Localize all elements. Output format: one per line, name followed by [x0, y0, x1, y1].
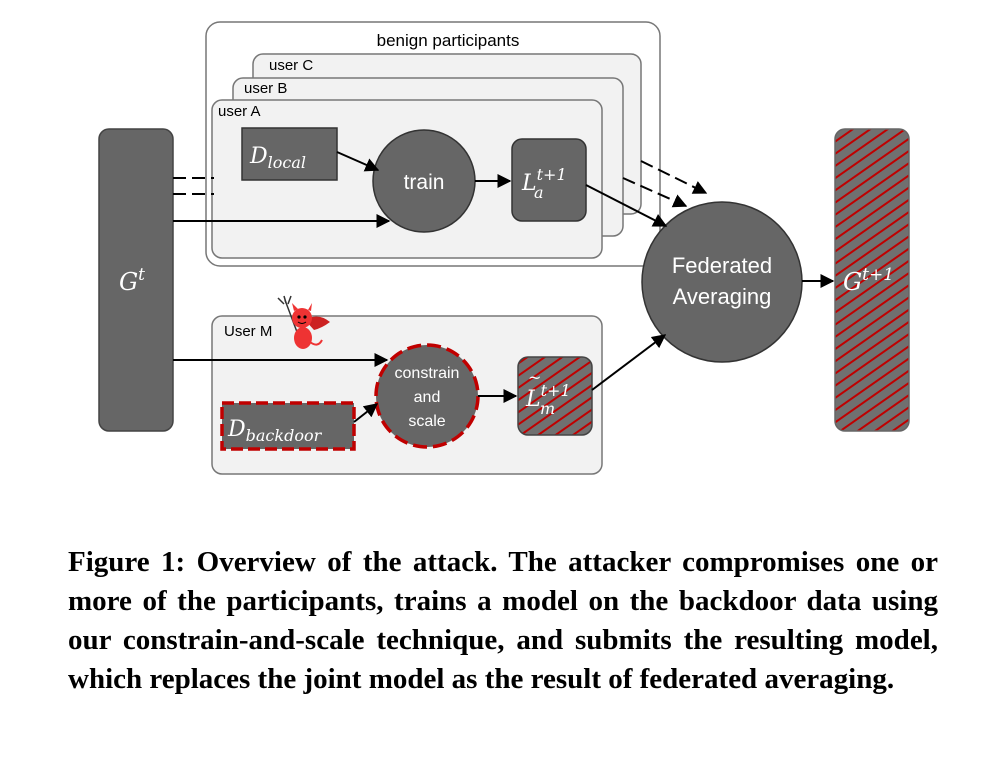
arrow-local-model-to-averaging	[585, 184, 668, 227]
user-m-label: User M	[224, 323, 272, 340]
arrow-dashed-user-b-to-averaging	[622, 177, 688, 208]
new-global-model-label: Gt+1	[843, 265, 894, 296]
backdoor-data-node	[220, 401, 356, 451]
constrain-label-line1: constrain	[395, 365, 460, 382]
backdoor-data-label: Dbackdoor	[227, 417, 323, 445]
user-a-label: user A	[218, 103, 261, 120]
malicious-model-tilde: ~	[528, 368, 541, 387]
user-b-label: user B	[244, 80, 287, 97]
user-c-label: user C	[269, 57, 313, 74]
local-data-node	[241, 127, 338, 181]
global-model-label: Gt	[119, 265, 145, 296]
flow-arrows	[173, 151, 835, 423]
local-data-label: Dlocal	[249, 144, 306, 172]
constrain-label-line2: and	[414, 389, 441, 406]
global-model-node	[98, 128, 174, 432]
figure-caption: Figure 1: Overview of the attack. The at…	[68, 546, 938, 695]
arrow-malicious-model-to-averaging	[591, 334, 667, 391]
federated-averaging-line2: Averaging	[673, 284, 772, 309]
malicious-model-node	[517, 356, 593, 436]
arrow-backdoor-to-constrain	[353, 403, 379, 423]
local-model-node	[511, 138, 587, 222]
arrow-dashed-user-c-to-averaging	[640, 160, 708, 194]
benign-participants-label: benign participants	[377, 31, 520, 50]
attack-overview-diagram: benign participants user C user B user A…	[98, 21, 910, 475]
arrow-data-to-train	[336, 151, 380, 172]
devil-emoji-icon	[277, 295, 330, 349]
train-label: train	[404, 171, 445, 194]
federated-averaging-line1: Federated	[672, 253, 772, 278]
new-global-model-node	[834, 128, 910, 432]
constrain-label-line3: scale	[408, 413, 445, 430]
